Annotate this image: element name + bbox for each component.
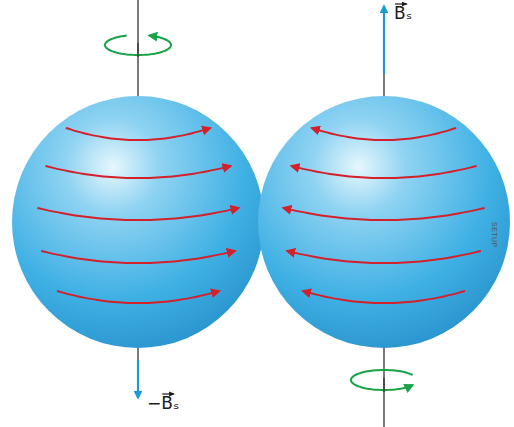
rotation-axis [137,0,138,100]
current-arrow [283,208,484,220]
rotation-axis [137,43,138,57]
sphere [258,96,510,348]
current-arrow [291,166,476,178]
current-arrow [312,128,456,140]
field-label: Bₛ [394,2,412,24]
current-arrow [45,166,230,178]
current-arrow [287,251,481,263]
sphere [12,96,264,348]
current-arrow [37,208,238,220]
current-arrow [66,128,210,140]
current-arrow [41,251,235,263]
rotation-arrow [351,370,413,390]
field-vector [137,360,139,398]
illustration-group [12,0,510,427]
rotation-axis [383,378,384,392]
rotation-axis [383,344,384,427]
current-arrow [303,291,465,303]
field-vector [383,6,385,74]
watermark-text: SETUP [490,222,499,248]
field-label: −Bₛ [147,392,179,414]
current-arrow [57,291,219,303]
